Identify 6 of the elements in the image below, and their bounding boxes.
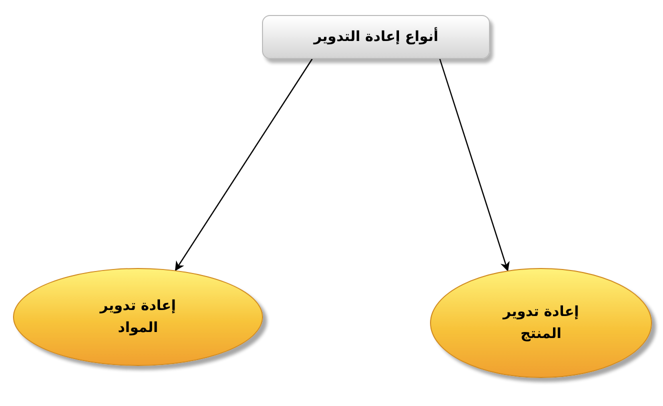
node-label: إعادة تدوير المواد [98, 297, 177, 338]
arrow [439, 58, 510, 272]
node-label: أنواع إعادة التدوير [314, 26, 438, 47]
arrow [174, 58, 313, 272]
title-box [262, 15, 490, 59]
node-label: إعادة تدوير المنتج [501, 303, 580, 344]
